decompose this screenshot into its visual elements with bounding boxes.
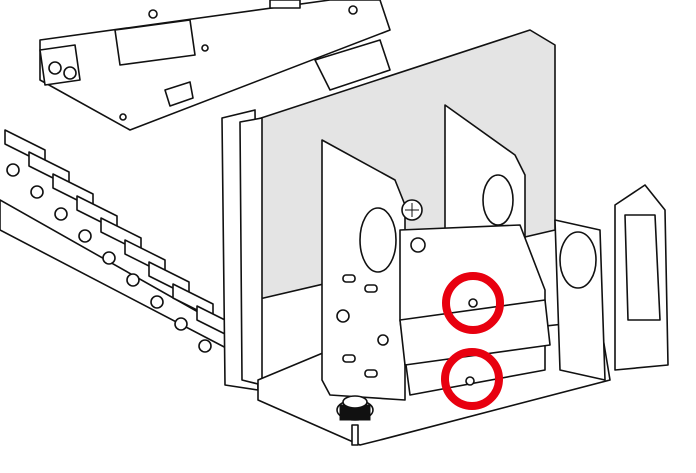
chain-link-pivot	[102, 251, 116, 265]
chain-link-pivot	[126, 273, 140, 287]
chain-link-pivot	[6, 163, 20, 177]
chain-link-pivot	[54, 207, 68, 221]
highlight-circle-upper	[442, 272, 504, 334]
right-end-block	[554, 184, 669, 381]
chain-link-pivot	[78, 229, 92, 243]
leveling-foot	[336, 395, 374, 446]
cable-drag-chain	[0, 129, 238, 353]
right-upright-plate	[444, 104, 526, 246]
plunger-pin	[164, 81, 194, 107]
lower-bracket-screw-hole	[465, 376, 475, 386]
chain-link-pivot	[174, 317, 188, 331]
upper-bracket-screw-hole	[468, 298, 478, 308]
left-side-plate	[321, 139, 406, 401]
chain-link-pivot	[198, 339, 212, 353]
chain-link-pivot	[150, 295, 164, 309]
highlight-circle-lower	[441, 348, 503, 410]
upper-carriage	[39, 0, 391, 131]
chain-link-pivot	[30, 185, 44, 199]
